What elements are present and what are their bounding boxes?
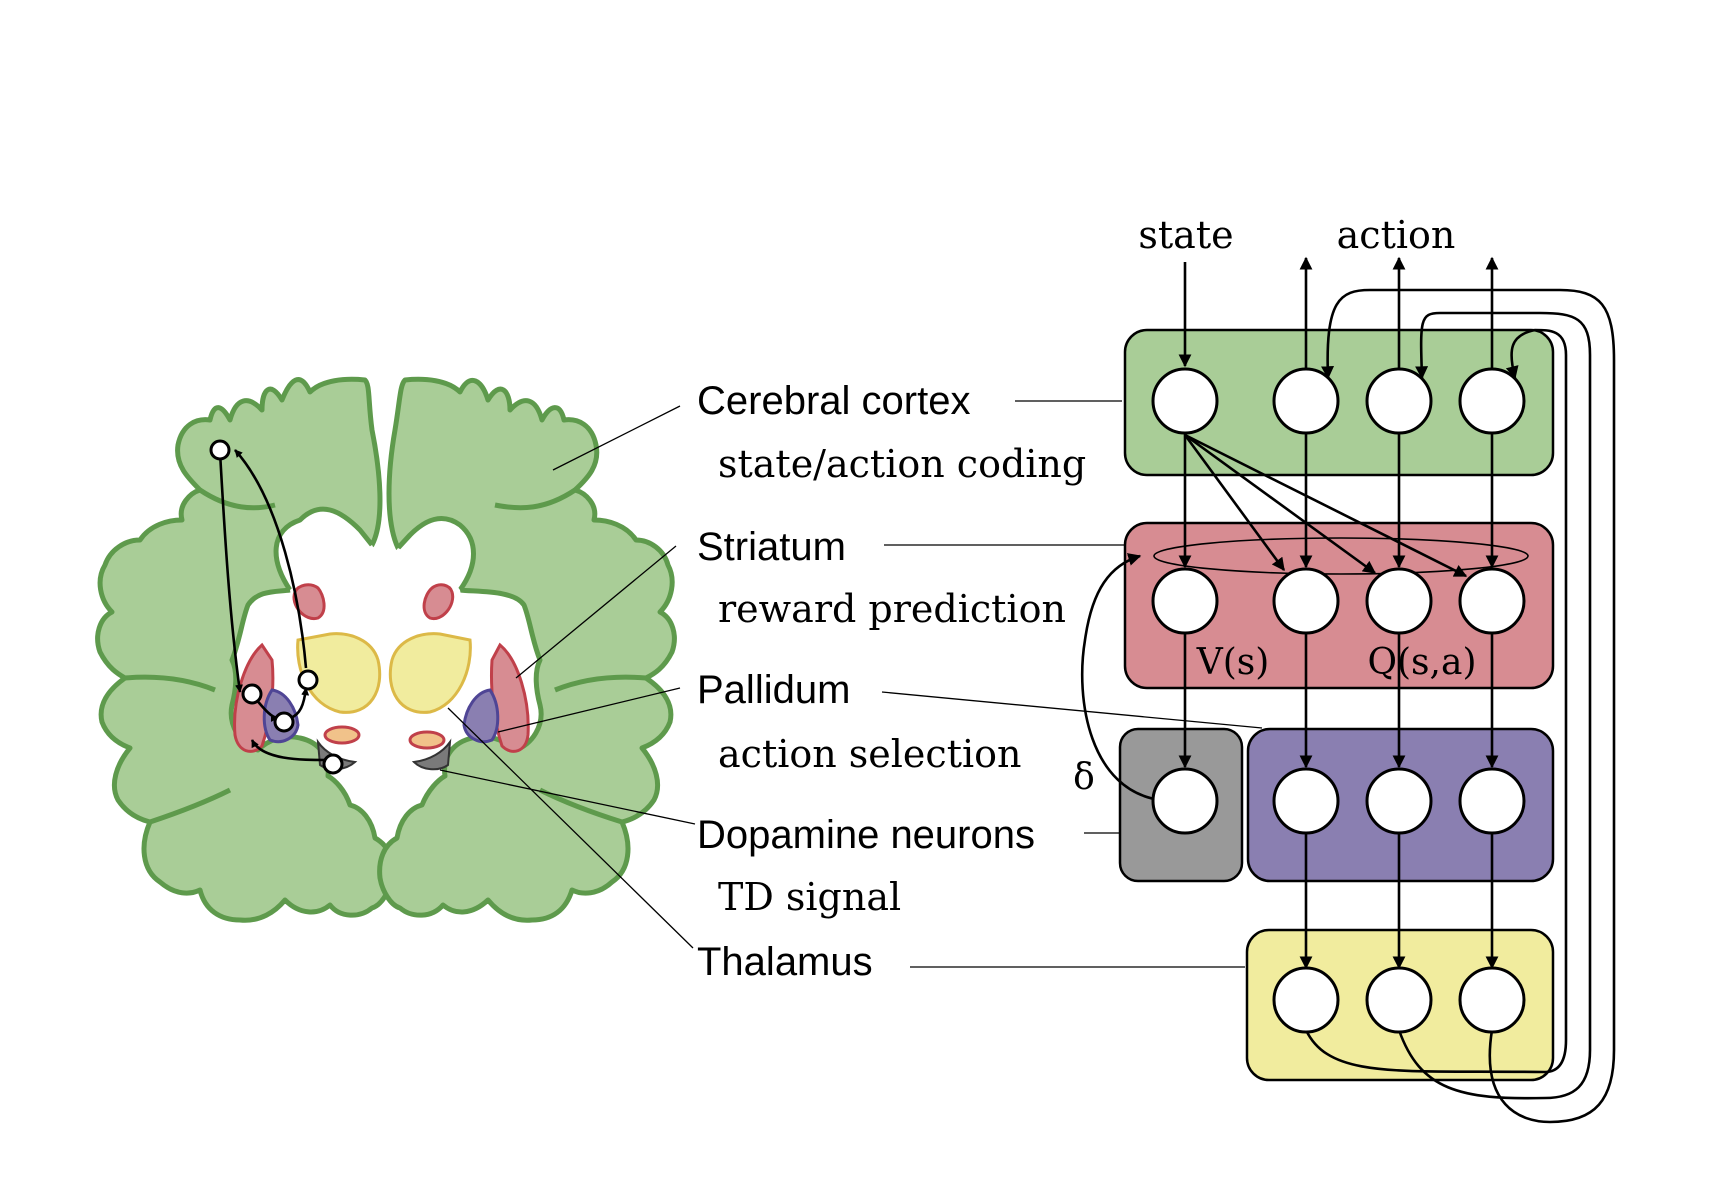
network-model: state action (1073, 213, 1616, 1124)
brain-node-striatum (241, 683, 263, 705)
neuron-thalamus-1 (1272, 966, 1340, 1034)
label-cortex-role: state/action coding (718, 442, 1086, 486)
state-to-q3-diagonal (1184, 433, 1468, 578)
neuron-cortex-action-3 (1458, 367, 1526, 435)
label-pallidum: Pallidum (697, 668, 850, 712)
brain-node-dopamine (322, 753, 344, 775)
brain-node-thalamus (297, 669, 319, 691)
thalamus-to-cortex-loop-1 (1321, 288, 1616, 1124)
brain-node-cortex (209, 439, 231, 461)
neuron-striatum-q1 (1272, 567, 1340, 635)
right-thalamus (388, 632, 472, 714)
q-label: Q(s,a) (1368, 642, 1477, 683)
neuron-cortex-action-1 (1272, 367, 1340, 435)
brain-node-pallidum (273, 711, 295, 733)
left-hemisphere (95, 376, 396, 923)
neuron-pallidum-2 (1365, 767, 1433, 835)
neuron-pallidum-3 (1458, 767, 1526, 835)
state-to-q2-diagonal (1184, 433, 1377, 575)
brain-cortex-to-striatum-arrow (218, 451, 243, 693)
v-label: V(s) (1196, 642, 1270, 683)
state-input-label: state (1138, 213, 1233, 257)
label-dopamine-role: TD signal (718, 875, 901, 919)
right-subthalamic-nucleus (408, 730, 446, 750)
label-dopamine: Dopamine neurons (697, 813, 1035, 857)
leader-lines (439, 400, 1263, 968)
neuron-thalamus-3 (1458, 966, 1526, 1034)
brain-thalamus-to-cortex-arrow (234, 449, 308, 669)
neuron-cortex-state (1151, 367, 1219, 435)
state-to-q1-diagonal (1183, 434, 1286, 572)
label-striatum: Striatum (697, 525, 846, 569)
right-pallidum (462, 688, 500, 744)
region-labels: Cerebral cortex state/action coding Stri… (697, 379, 1086, 984)
thalamus-to-cortex-loop-3 (1304, 328, 1568, 1074)
neuron-cortex-action-2 (1365, 367, 1433, 435)
brain-section (95, 376, 677, 923)
neuron-striatum-v (1151, 567, 1219, 635)
neuron-striatum-q3 (1458, 567, 1526, 635)
striatum-modulation-ellipse (1153, 537, 1529, 575)
left-subthalamic-nucleus (323, 725, 361, 745)
neuron-dopamine (1151, 767, 1219, 835)
delta-label: δ (1073, 757, 1095, 798)
brain-dopamine-to-striatum-arrow (250, 739, 329, 762)
label-striatum-role: reward prediction (718, 587, 1066, 631)
action-output-label: action (1337, 213, 1456, 257)
neuron-striatum-q2 (1365, 567, 1433, 635)
label-thalamus: Thalamus (697, 940, 873, 984)
right-substantia-nigra (411, 738, 452, 771)
label-pallidum-role: action selection (718, 732, 1021, 776)
thalamus-to-cortex-loop-2 (1397, 311, 1592, 1100)
label-cortex: Cerebral cortex (697, 379, 970, 423)
right-hemisphere (377, 376, 677, 923)
right-caudate (422, 583, 455, 621)
neuron-thalamus-2 (1365, 966, 1433, 1034)
right-putamen (490, 642, 530, 753)
neuron-pallidum-1 (1272, 767, 1340, 835)
dopamine-to-striatum-arrow (1080, 553, 1161, 802)
